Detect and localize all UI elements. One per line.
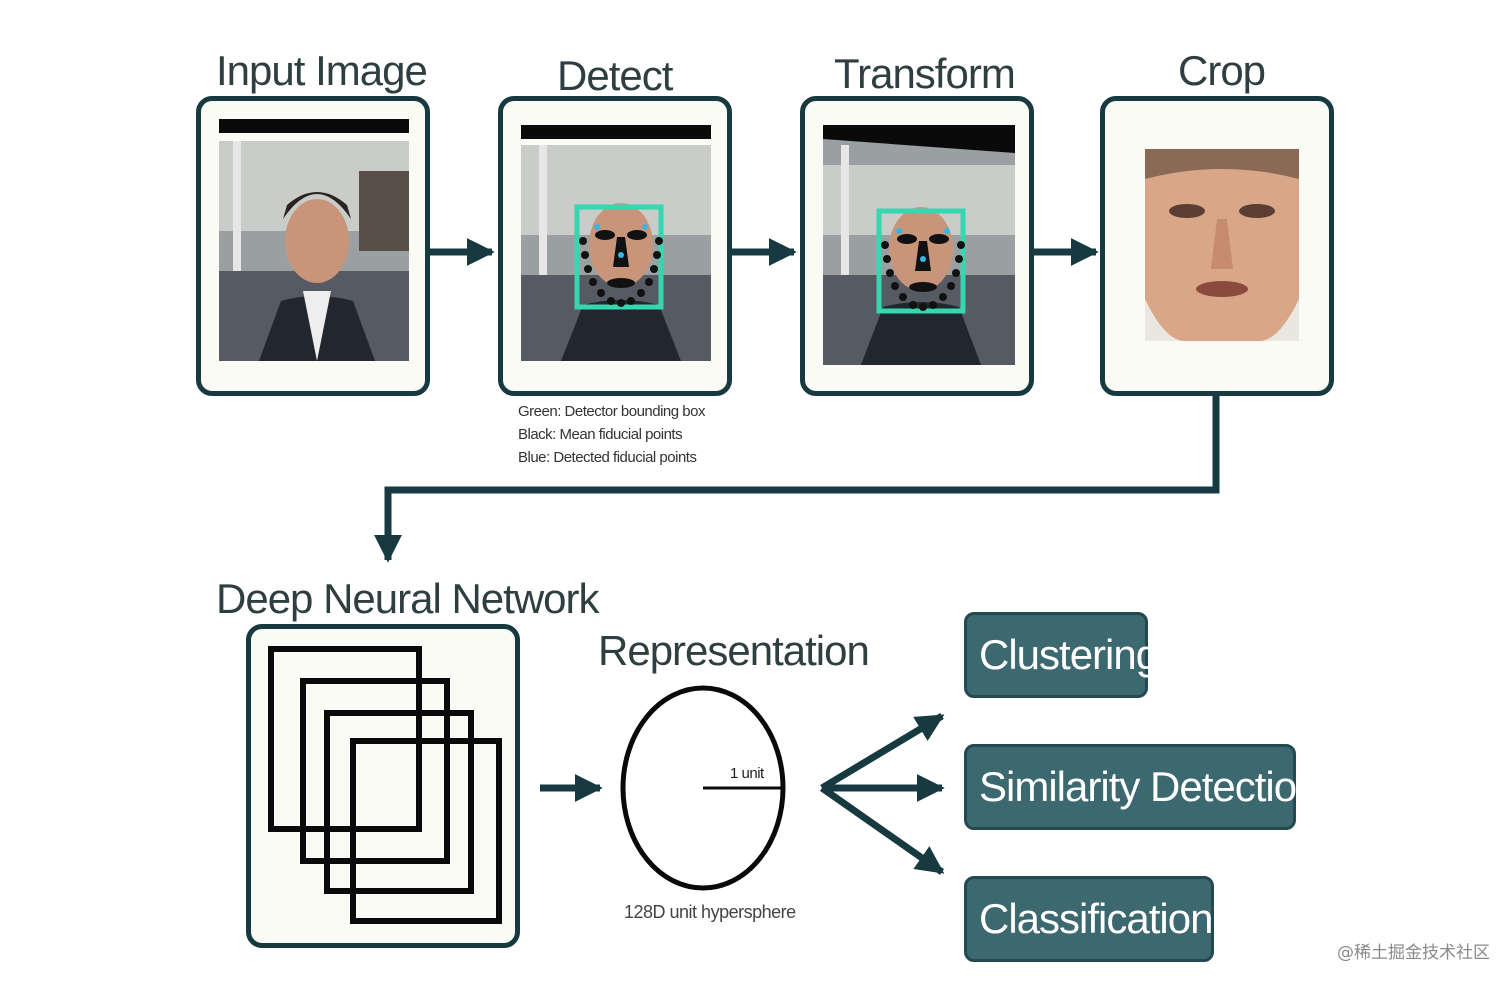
transform-bounding-box [876,208,966,314]
detect-face-photo [521,145,711,361]
dnn-layer-2 [300,678,450,864]
output-classification-label: Classification [979,895,1213,942]
transform-frame [800,96,1034,396]
arrow-to-classification [819,785,945,875]
input-image-black-bar [219,119,409,133]
detect-frame [498,96,732,396]
crop-frame [1100,96,1334,396]
input-image-frame [196,96,430,396]
stage-label-transform: Transform [834,50,1016,97]
hypersphere-caption: 128D unit hypersphere [624,902,796,922]
stage-label-input: Input Image [216,47,428,94]
dnn-layer-4 [350,738,502,924]
dnn-layers-illustration [268,646,502,924]
transform-face-photo [823,125,1015,365]
input-face-photo [219,141,409,361]
stage-label-detect: Detect [557,52,673,99]
crop-face-photo [1145,149,1299,341]
detect-face-illustration [521,145,711,361]
legend-blue: Blue: Detected fiducial points [518,449,697,466]
hypersphere-radius-label: 1 unit [730,765,764,782]
transform-face-illustration [823,125,1015,365]
watermark: @稀土掘金技术社区 [1337,943,1490,963]
face-photo-illustration [219,141,409,361]
legend-green: Green: Detector bounding box [518,403,705,420]
stage-label-dnn: Deep Neural Network [216,575,600,622]
stage-label-crop: Crop [1178,47,1266,94]
arrow-crop-to-dnn [374,396,1220,563]
output-clustering: Clustering [964,612,1159,698]
output-similarity-label: Similarity Detection [979,763,1319,810]
output-similarity-detection: Similarity Detection [964,744,1319,830]
dnn-layer-3 [324,710,474,894]
detector-bounding-box [574,204,664,310]
dnn-frame [246,624,520,948]
output-classification: Classification [964,876,1214,962]
arrow-to-clustering [820,712,945,792]
output-clustering-label: Clustering [979,631,1159,678]
detect-black-bar [521,125,711,139]
crop-face-illustration [1145,149,1299,341]
stage-label-representation: Representation [598,627,870,674]
legend-black: Black: Mean fiducial points [518,426,683,443]
